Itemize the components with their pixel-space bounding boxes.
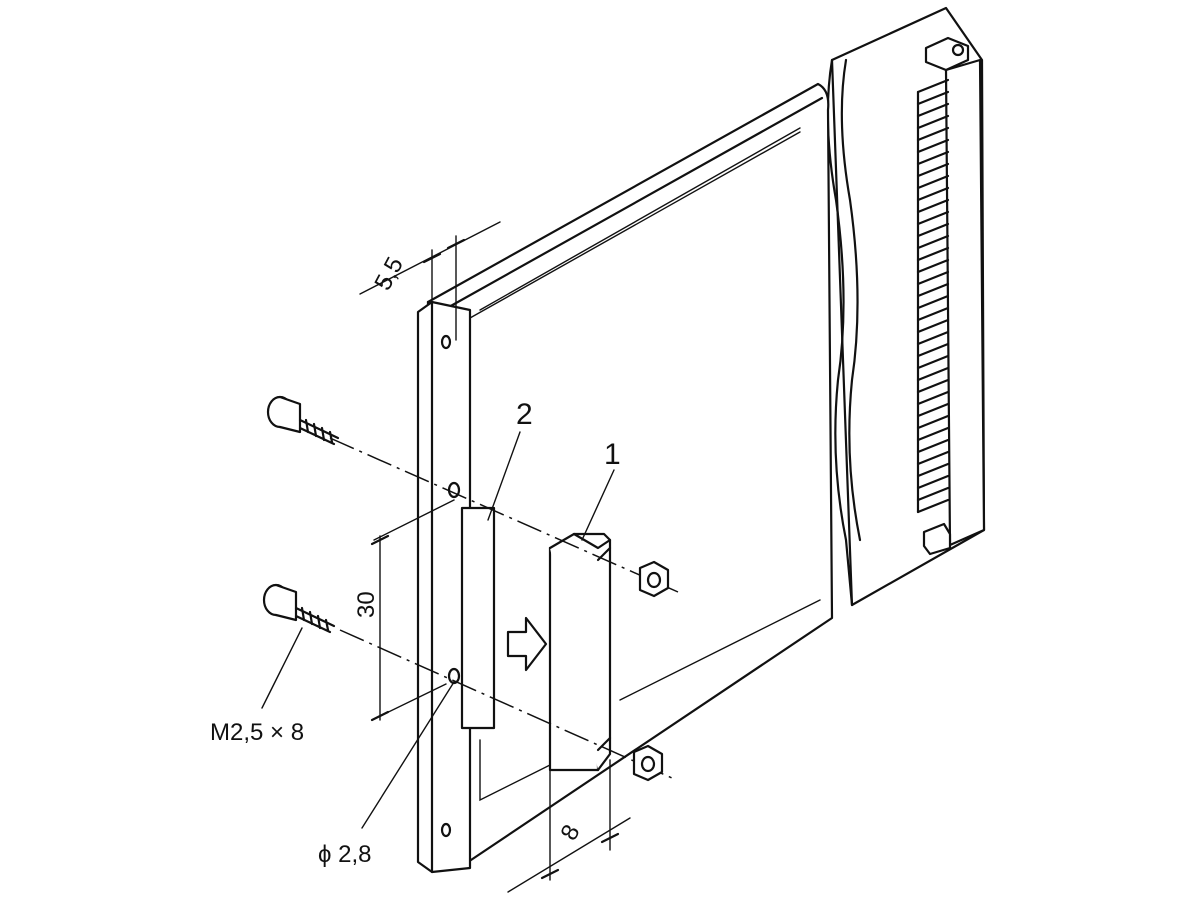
panel-top-hole bbox=[440, 334, 452, 350]
nut-lower bbox=[632, 744, 664, 782]
screw-size-label: M2,5 × 8 bbox=[210, 719, 304, 746]
callout-part-1: 1 bbox=[604, 438, 621, 471]
front-panel bbox=[416, 300, 472, 874]
insertion-arrow-icon bbox=[506, 616, 548, 672]
screw-lower bbox=[262, 583, 336, 634]
circuit-board bbox=[426, 82, 834, 864]
callout-part-2: 2 bbox=[516, 398, 533, 431]
axis-lines bbox=[329, 437, 679, 779]
screw-upper bbox=[266, 395, 340, 446]
part-1-bracket bbox=[548, 532, 612, 772]
leader-lines bbox=[261, 431, 615, 829]
dimension-label-bracket-width: 8 bbox=[555, 820, 585, 844]
dimension-label-edge-offset: 5,5 bbox=[369, 253, 409, 295]
dimension-hole-spacing bbox=[370, 499, 455, 722]
hole-diameter-label: ϕ 2,8 bbox=[318, 841, 371, 868]
panel-bottom-hole bbox=[440, 822, 452, 838]
dimension-label-hole-spacing: 30 bbox=[353, 591, 380, 618]
connector-pins bbox=[916, 78, 950, 514]
connector-board bbox=[826, 6, 986, 607]
part-2-cutout bbox=[460, 506, 496, 730]
nut-upper bbox=[638, 560, 670, 598]
dimension-bracket-width bbox=[507, 759, 631, 893]
dimension-edge-offset bbox=[359, 221, 501, 341]
connector-bottom-block bbox=[922, 522, 952, 556]
